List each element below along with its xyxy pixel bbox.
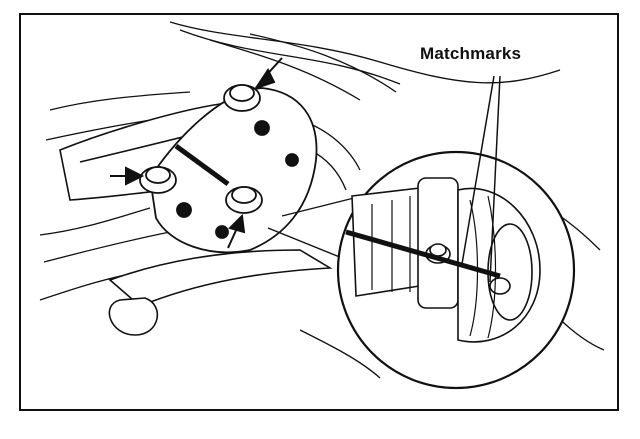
callout-pointers [461,75,501,283]
matchmarks-label: Matchmarks [420,44,522,63]
bolt-lower [225,186,263,214]
bolt-top [223,84,261,112]
matchmark-line-flange [174,143,230,187]
flange-plate [149,87,318,254]
arrow-markers [110,57,283,249]
arrow-top-bolt-icon [253,57,283,90]
arrow-lower-bolt-icon [227,213,246,249]
detail-magnifier [336,150,576,390]
bolt-left [139,166,177,194]
matchmark-line-detail [345,229,501,279]
flange-bolts [139,84,263,214]
arrow-left-bolt-icon [110,166,145,186]
axle-arm [108,249,333,336]
